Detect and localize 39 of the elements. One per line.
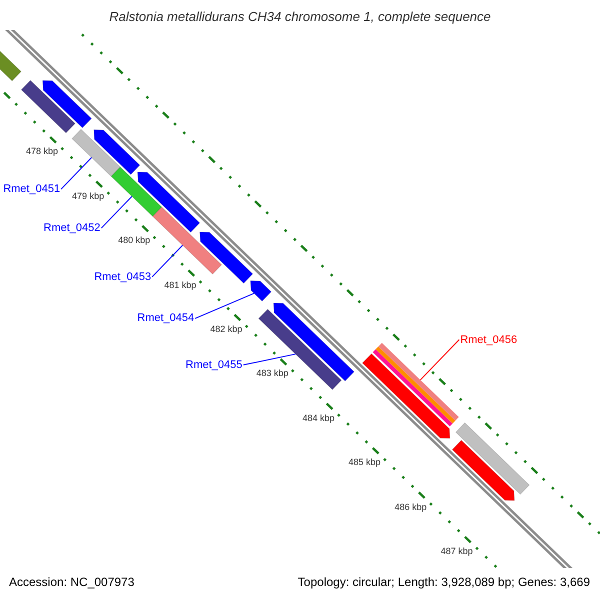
gene-bar xyxy=(110,166,162,217)
scale-label: 487 kbp xyxy=(440,545,473,558)
gene-bar xyxy=(452,440,515,501)
gene-label: Rmet_0454 xyxy=(137,311,194,326)
gene-bar xyxy=(362,353,450,439)
gene-label: Rmet_0456 xyxy=(460,332,518,347)
leader-line xyxy=(152,244,184,278)
leader-line xyxy=(100,196,132,229)
scale-label: 485 kbp xyxy=(348,456,381,470)
gene-bar xyxy=(372,342,459,426)
gene-bar xyxy=(42,80,92,128)
gene-bar xyxy=(250,280,272,302)
leader-line xyxy=(420,339,460,380)
gene-bar xyxy=(152,206,222,275)
scale-label: 483 kbp xyxy=(256,367,288,380)
gene-bar xyxy=(20,80,76,134)
scale-label: 481 kbp xyxy=(164,278,196,292)
scale-label: 478 kbp xyxy=(26,145,58,158)
scale-label: 480 kbp xyxy=(118,234,150,248)
scale-label: 479 kbp xyxy=(72,190,104,203)
scale-label: 484 kbp xyxy=(302,412,334,425)
gene-bar xyxy=(199,232,254,284)
gene-label: Rmet_0455 xyxy=(186,358,242,372)
diagram-title: Ralstonia metallidurans CH34 chromosome 1, complete sequence xyxy=(108,10,492,24)
scale-label: 482 kbp xyxy=(210,323,242,336)
gene-bar xyxy=(273,302,355,382)
gene-bar xyxy=(72,128,121,177)
gene-label: Rmet_0453 xyxy=(94,270,152,284)
leader-line xyxy=(242,354,296,366)
sequence-info-text: Topology: circular; Length: 3,928,089 bp; Genes: 3,669 xyxy=(298,575,590,589)
gene-bar xyxy=(94,130,140,175)
gene-label: Rmet_0452 xyxy=(44,221,100,236)
scale-label: 486 kbp xyxy=(394,500,427,514)
gene-bar xyxy=(455,422,530,495)
leader-line xyxy=(194,292,255,319)
gene-label: Rmet_0451 xyxy=(3,182,60,196)
gene-bar xyxy=(258,308,342,390)
accession-text: Accession: NC_007973 xyxy=(9,575,134,589)
gene-bar xyxy=(137,172,200,233)
